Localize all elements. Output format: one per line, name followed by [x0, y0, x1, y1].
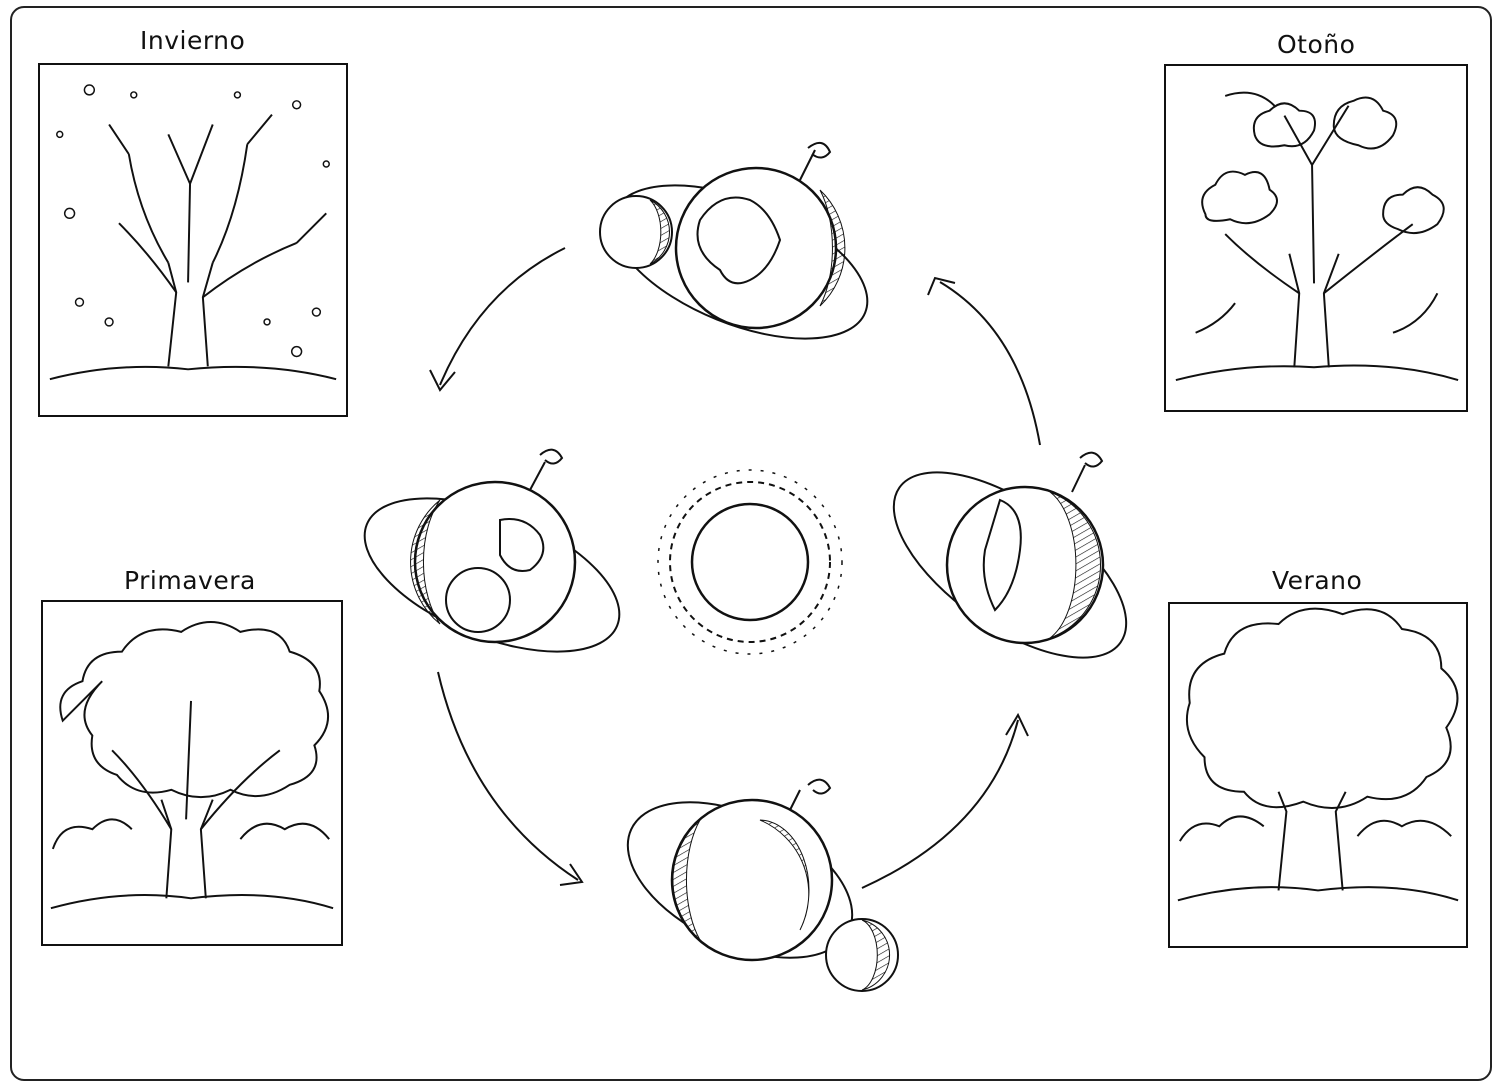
earth-left-icon	[344, 450, 641, 683]
arrow-bottom-right	[862, 720, 1018, 888]
earth-top-icon	[592, 143, 889, 370]
arrow-top-left	[440, 248, 565, 385]
arrow-right-top	[940, 282, 1040, 445]
earth-bottom-icon	[604, 770, 898, 991]
earth-right-icon	[864, 437, 1156, 693]
arrow-left-bottom	[438, 672, 578, 880]
sun-icon	[658, 470, 842, 654]
